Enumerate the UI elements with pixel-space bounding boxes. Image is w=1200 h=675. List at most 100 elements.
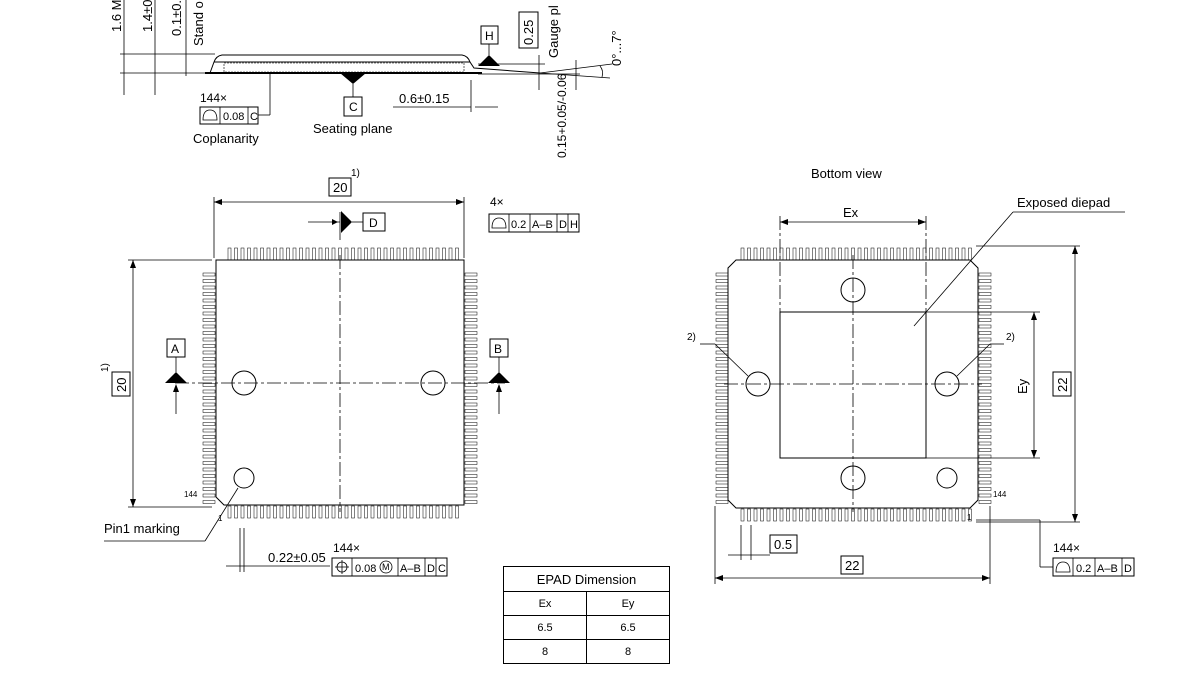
lead [464, 337, 478, 342]
bottom-view: Bottom view Exposed diepad Ex 2) 2) [687, 166, 1135, 584]
prof-ref2: D [1124, 563, 1132, 575]
lead [370, 247, 375, 261]
seating-plane-label: Seating plane [313, 121, 393, 136]
lead [464, 363, 478, 368]
lead [266, 247, 271, 261]
lead [870, 508, 875, 522]
lead [978, 396, 992, 400]
lead [968, 247, 972, 261]
lead [715, 396, 729, 400]
lead [464, 467, 478, 472]
lead-length-value: 0.6±0.15 [399, 91, 450, 106]
lead [773, 247, 777, 261]
epad-table-title: EPAD Dimension [503, 566, 670, 592]
lead [978, 344, 992, 348]
lead [978, 428, 992, 433]
lead [978, 350, 992, 355]
lead [942, 247, 946, 261]
lead [202, 415, 216, 420]
lead [202, 350, 216, 355]
pin1-marking-label: Pin1 marking [104, 521, 180, 536]
lead [377, 247, 381, 261]
lead [202, 331, 216, 335]
lead [234, 505, 238, 519]
flat-ref3: H [570, 219, 578, 231]
pos-ref: A–B [400, 563, 421, 575]
lead [383, 505, 388, 519]
lead [357, 505, 362, 519]
lead [305, 505, 310, 519]
arrow-head [173, 384, 179, 392]
gauge-plane-label: Gauge pl [546, 5, 561, 58]
height-dim-box [111, 371, 131, 397]
lead [792, 247, 797, 261]
pos-count: 144× [333, 541, 360, 555]
height-note: 1) [100, 363, 111, 372]
lead [202, 428, 216, 433]
lead [422, 505, 427, 519]
lead [922, 508, 927, 522]
lead [978, 415, 992, 420]
lead [978, 435, 992, 439]
flat-tol: 0.2 [511, 219, 526, 231]
pin1-leader [204, 487, 239, 542]
lead [464, 370, 478, 374]
datum-c-triangle [340, 73, 366, 84]
lead [202, 409, 216, 413]
datum-d-label: D [369, 216, 378, 230]
width-note: 1) [351, 168, 360, 179]
lead [464, 344, 478, 348]
lead [202, 396, 216, 400]
ejector-mark [934, 371, 960, 397]
lead [978, 448, 992, 452]
lead [978, 461, 992, 465]
lead [227, 247, 232, 261]
lead [715, 493, 729, 498]
lead [978, 357, 992, 361]
lead [435, 247, 440, 261]
outer-width-box [840, 555, 864, 575]
pin1-mark [233, 467, 255, 489]
lead [948, 508, 953, 522]
lead [812, 508, 816, 522]
lead [715, 480, 729, 485]
lead [978, 422, 992, 426]
side-view: 1.6 M 1.4±0. 0.1±0. Stand o C Seating pl… [109, 0, 624, 158]
lead [715, 298, 729, 303]
lead [202, 324, 216, 329]
prof-tol: 0.2 [1076, 563, 1091, 575]
lead [805, 508, 810, 522]
flat-count: 4× [490, 195, 504, 209]
lead [202, 279, 216, 283]
lead [715, 474, 729, 478]
lead [383, 247, 388, 261]
lead [464, 272, 478, 277]
pos-ref2: D [427, 563, 435, 575]
lead [715, 428, 729, 433]
lead [922, 247, 927, 261]
lead [779, 508, 784, 522]
lead [715, 487, 729, 491]
lead [202, 480, 216, 485]
lead [464, 324, 478, 329]
datum-h-label: H [485, 29, 494, 43]
lead [766, 247, 771, 261]
lead [760, 508, 764, 522]
lead [464, 402, 478, 407]
profile-surface-icon [202, 109, 218, 121]
lead [978, 493, 992, 498]
datum-a-label: A [171, 342, 179, 356]
ejector-mark [231, 370, 257, 396]
lead [464, 461, 478, 465]
width-dim-box [328, 177, 352, 197]
lead [253, 247, 258, 261]
datum-d-triangle [341, 211, 352, 233]
lead [202, 422, 216, 426]
lead [448, 505, 453, 519]
lead [409, 247, 414, 261]
height-dim: 20 [114, 378, 129, 392]
lead [935, 247, 940, 261]
lead [825, 508, 829, 522]
lead [338, 505, 342, 519]
lead [202, 402, 216, 407]
